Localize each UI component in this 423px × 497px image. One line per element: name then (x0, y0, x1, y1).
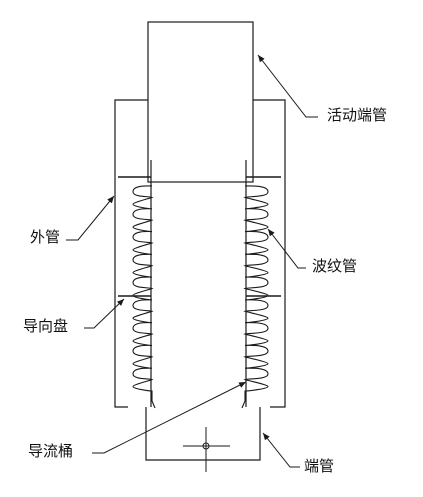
label-guide-disc: 导向盘 (23, 317, 69, 335)
center-mark (183, 427, 230, 472)
leader-end-pipe (262, 432, 300, 468)
leader-guide-sleeve (92, 381, 247, 454)
outer-pipe-right-wall (253, 99, 286, 408)
leader-bellows (267, 228, 306, 269)
leader-guide-disc (84, 298, 125, 329)
leader-outer-pipe (66, 195, 115, 241)
label-outer-pipe: 外管 (30, 228, 61, 246)
end-pipe-body (145, 407, 261, 461)
leader-movable-end-pipe (257, 54, 318, 118)
bellows-left (132, 185, 156, 409)
label-end-pipe: 端管 (304, 457, 335, 475)
label-movable-end-pipe: 活动端管 (327, 106, 388, 124)
bellows-right (241, 185, 269, 409)
label-bellows: 波纹管 (312, 257, 358, 275)
label-guide-sleeve: 导流桶 (28, 442, 74, 460)
movable-end-pipe (147, 21, 254, 183)
outer-pipe-left-wall (114, 99, 148, 408)
